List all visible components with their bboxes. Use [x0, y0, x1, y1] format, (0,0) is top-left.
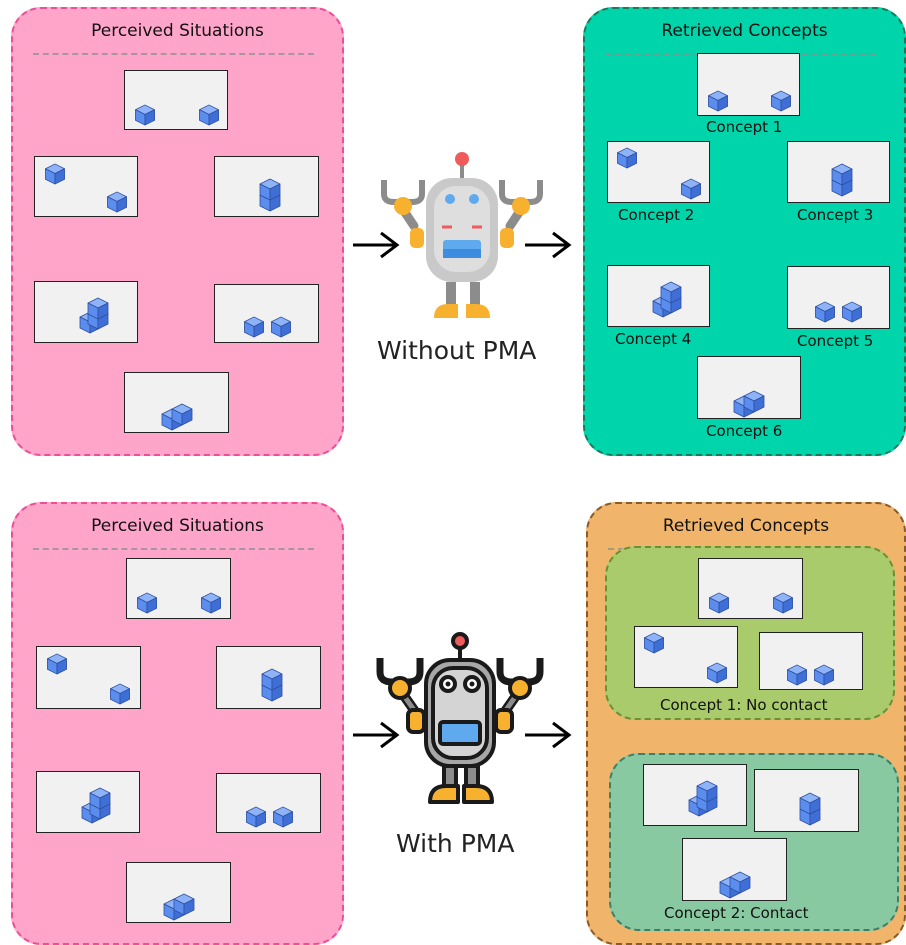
blue-cube-icon — [245, 806, 267, 828]
situation-box-side-by-side — [216, 773, 321, 833]
robot-outlined-icon — [370, 630, 550, 814]
blue-cube-icon — [616, 147, 638, 169]
cube-cluster-icon — [79, 297, 109, 334]
group-label-no-contact: Concept 1: No contact — [660, 696, 828, 714]
concept-box-6 — [697, 356, 801, 419]
situation-box-stacked — [216, 646, 321, 709]
situation-box-no-contact-diagonal — [34, 156, 138, 217]
concept-box-no-contact-side — [759, 632, 863, 690]
right-arrow-icon — [351, 230, 401, 264]
concept-box-5 — [787, 266, 890, 329]
blue-cube-icon — [272, 806, 294, 828]
situation-box-cluster — [36, 771, 140, 833]
blue-cube-icon — [270, 316, 292, 338]
adjacent-cubes-icon — [161, 399, 193, 431]
concept-box-4 — [607, 265, 710, 327]
blue-cube-icon — [643, 632, 665, 654]
blue-cube-icon — [198, 104, 220, 126]
retrieved-concepts-title-top: Retrieved Concepts — [661, 21, 828, 41]
blue-cube-icon — [680, 178, 702, 200]
stacked-cubes-icon — [259, 176, 281, 212]
title-divider — [33, 548, 314, 550]
situation-box-side-by-side — [214, 284, 319, 343]
robot-gray-icon — [376, 150, 548, 329]
blue-cube-icon — [706, 662, 728, 684]
concept-box-3 — [787, 141, 890, 203]
cube-cluster-icon — [652, 281, 682, 318]
blue-cube-icon — [813, 664, 835, 686]
cube-cluster-icon — [688, 780, 718, 817]
blue-cube-icon — [46, 653, 68, 675]
robot-caption-with-pma: With PMA — [396, 829, 515, 858]
blue-cube-icon — [44, 163, 66, 185]
situation-box-no-contact-apart — [126, 558, 231, 619]
blue-cube-icon — [106, 191, 128, 213]
situation-box-cluster — [34, 281, 138, 343]
stacked-cubes-icon — [261, 666, 283, 702]
situation-box-no-contact-apart — [124, 70, 228, 130]
blue-cube-icon — [707, 90, 729, 112]
concept-box-1 — [697, 53, 800, 116]
concept-label-2: Concept 2 — [618, 206, 695, 224]
concept-box-no-contact-diagonal — [634, 626, 738, 688]
concept-label-4: Concept 4 — [615, 330, 692, 348]
group-label-contact: Concept 2: Contact — [664, 904, 809, 922]
right-arrow-icon — [523, 720, 573, 754]
stacked-cubes-icon — [799, 790, 821, 826]
adjacent-cubes-icon — [733, 386, 765, 418]
blue-cube-icon — [134, 104, 156, 126]
right-arrow-icon — [351, 720, 401, 754]
blue-cube-icon — [770, 90, 792, 112]
blue-cube-icon — [243, 316, 265, 338]
concept-box-2 — [607, 141, 710, 203]
concept-label-6: Concept 6 — [706, 422, 783, 440]
concept-box-contact-adjacent — [682, 838, 787, 901]
concept-box-no-contact-apart — [698, 558, 803, 619]
blue-cube-icon — [109, 683, 131, 705]
perceived-situations-title-bottom: Perceived Situations — [91, 516, 264, 536]
blue-cube-icon — [136, 592, 158, 614]
blue-cube-icon — [841, 301, 863, 323]
perceived-situations-title-top: Perceived Situations — [91, 21, 264, 41]
cube-cluster-icon — [81, 787, 111, 824]
blue-cube-icon — [200, 592, 222, 614]
concept-label-5: Concept 5 — [797, 332, 874, 350]
retrieved-concepts-title-bottom: Retrieved Concepts — [662, 516, 830, 536]
situation-box-no-contact-diagonal — [36, 646, 141, 709]
situation-box-adjacent — [126, 862, 231, 923]
blue-cube-icon — [814, 301, 836, 323]
blue-cube-icon — [786, 664, 808, 686]
blue-cube-icon — [708, 592, 730, 614]
situation-box-adjacent — [124, 372, 229, 433]
concept-label-3: Concept 3 — [797, 206, 874, 224]
stacked-cubes-icon — [831, 161, 853, 197]
concept-box-contact-cluster — [643, 764, 747, 826]
situation-box-stacked — [214, 156, 319, 217]
blue-cube-icon — [772, 592, 794, 614]
adjacent-cubes-icon — [163, 889, 195, 921]
concept-box-contact-stacked — [754, 769, 859, 832]
right-arrow-icon — [523, 230, 573, 264]
concept-label-1: Concept 1 — [706, 118, 783, 136]
title-divider — [33, 53, 314, 55]
robot-caption-without-pma: Without PMA — [377, 336, 537, 365]
adjacent-cubes-icon — [719, 867, 751, 899]
